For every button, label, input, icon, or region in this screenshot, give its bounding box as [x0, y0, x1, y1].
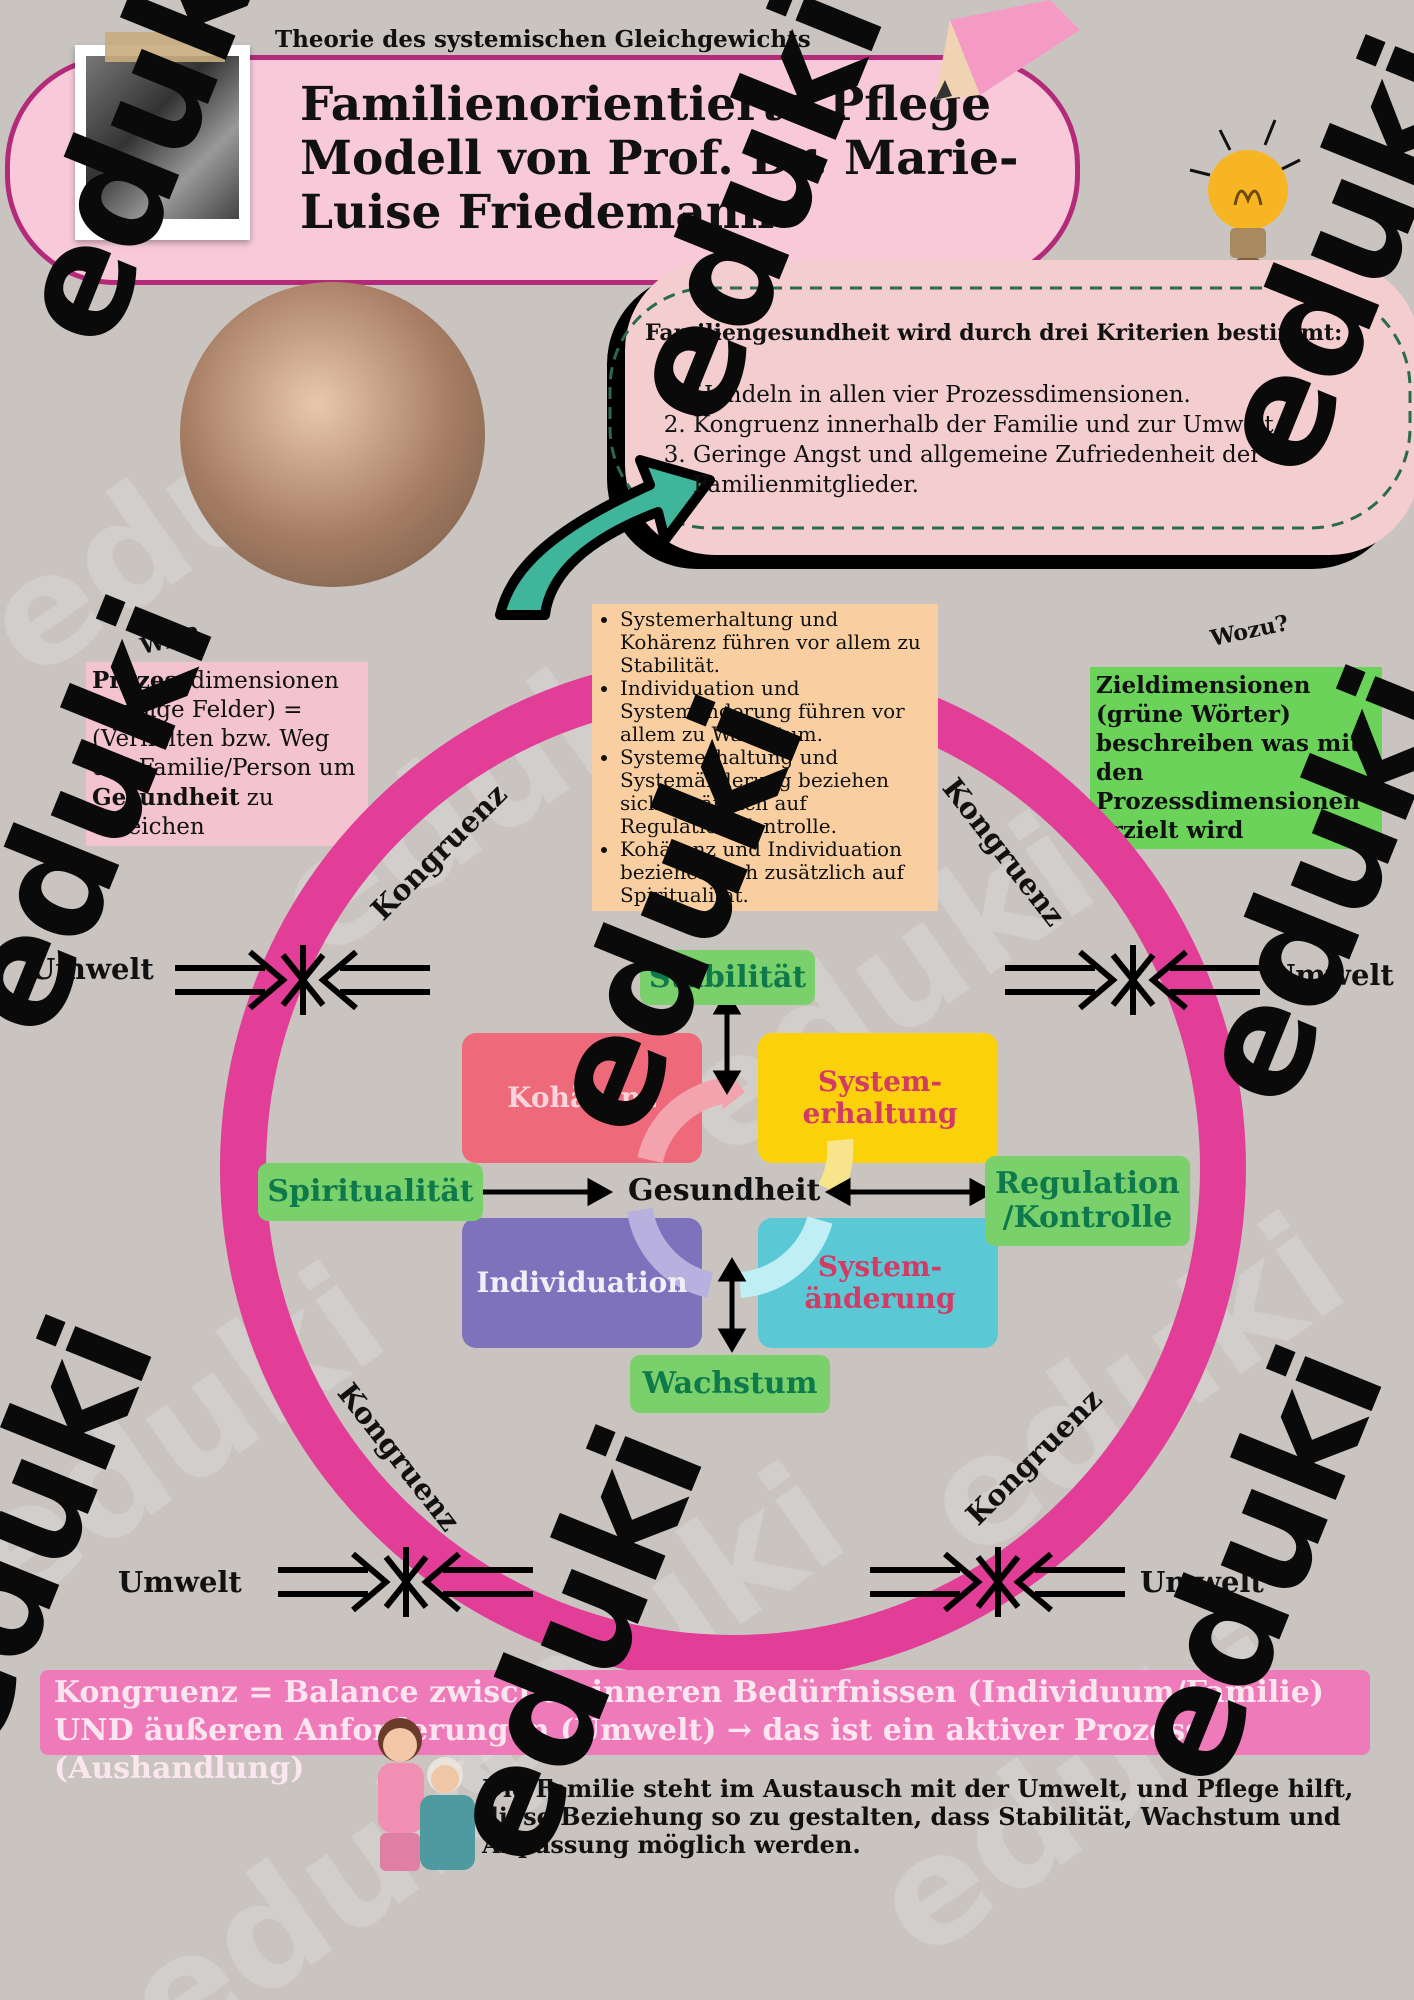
wachstum-label: Wachstum [630, 1355, 830, 1413]
individuation-label: Individuation [476, 1266, 688, 1299]
umwelt-label-left-bottom: Umwelt [118, 1565, 242, 1599]
portrait-photo [86, 56, 239, 219]
spiritualitaet-label: Spiritualität [258, 1163, 483, 1221]
systemerhaltung-label: System-erhaltung [802, 1065, 958, 1130]
criteria-list: Handeln in allen vier Prozessdimensionen… [665, 380, 1393, 500]
center-explanation-note: Systemerhaltung und Kohärenz führen vor … [592, 604, 938, 911]
kohaerenz-box [462, 1033, 702, 1163]
systemaenderung-label: System-änderung [804, 1250, 956, 1315]
prozess-bold: Prozess [92, 667, 191, 694]
explanation-item: Systemerhaltung und Systemänderung bezie… [620, 746, 930, 838]
criteria-dashed-outline [608, 286, 1412, 530]
ziel-note: Zieldimensionen (grüne Wörter) beschreib… [1090, 667, 1382, 849]
kohaerenz-label: Kohärenz [507, 1081, 657, 1114]
regulation-label: Regulation /Kontrolle [985, 1156, 1190, 1246]
explanation-item: Individuation und Systemänderung führen … [620, 677, 930, 746]
family-photo [180, 282, 485, 587]
umwelt-label-right-bottom: Umwelt [1140, 1565, 1264, 1599]
prozess-text1: dimensionen (farbige Felder) = (Verhalte… [92, 668, 356, 781]
tape-strip [105, 32, 225, 62]
umwelt-label-left-top: Umwelt [30, 952, 154, 986]
criteria-item: Kongruenz innerhalb der Familie und zur … [693, 410, 1393, 440]
criteria-title: Familiengesundheit wird durch drei Krite… [645, 320, 1343, 346]
criteria-item: Geringe Angst und allgemeine Zufriedenhe… [693, 440, 1393, 500]
closing-text: Die Familie steht im Austausch mit der U… [482, 1774, 1354, 1859]
explanation-item: Kohärenz und Individuation beziehen sich… [620, 838, 930, 907]
umwelt-arrows [175, 945, 1260, 1617]
criteria-item: Handeln in allen vier Prozessdimensionen… [693, 380, 1393, 410]
arrow-icon [495, 455, 715, 620]
prozess-text2: zu erreichen [92, 785, 274, 840]
stabilitaet-label: Stabilität [640, 950, 815, 1005]
systemerhaltung-box [758, 1033, 998, 1163]
criteria-bubble [625, 260, 1414, 555]
gesundheit-bold: Gesundheit [92, 784, 240, 811]
explanation-item: Systemerhaltung und Kohärenz führen vor … [620, 608, 930, 677]
nurse-illustration [378, 1718, 475, 1871]
kongruenz-definition: Kongruenz = Balance zwischen inneren Bed… [40, 1670, 1370, 1786]
gesundheit-center: Gesundheit [628, 1173, 821, 1208]
prozess-note: Prozessdimensionen (farbige Felder) = (V… [86, 662, 368, 846]
poster-title: Familienorientierte Pflege Modell von Pr… [300, 77, 1019, 240]
pencil-icon [935, 0, 1080, 100]
poster-subtitle: Theorie des systemischen Gleichgewichts [275, 26, 811, 53]
umwelt-label-right-top: Umwelt [1270, 958, 1394, 992]
